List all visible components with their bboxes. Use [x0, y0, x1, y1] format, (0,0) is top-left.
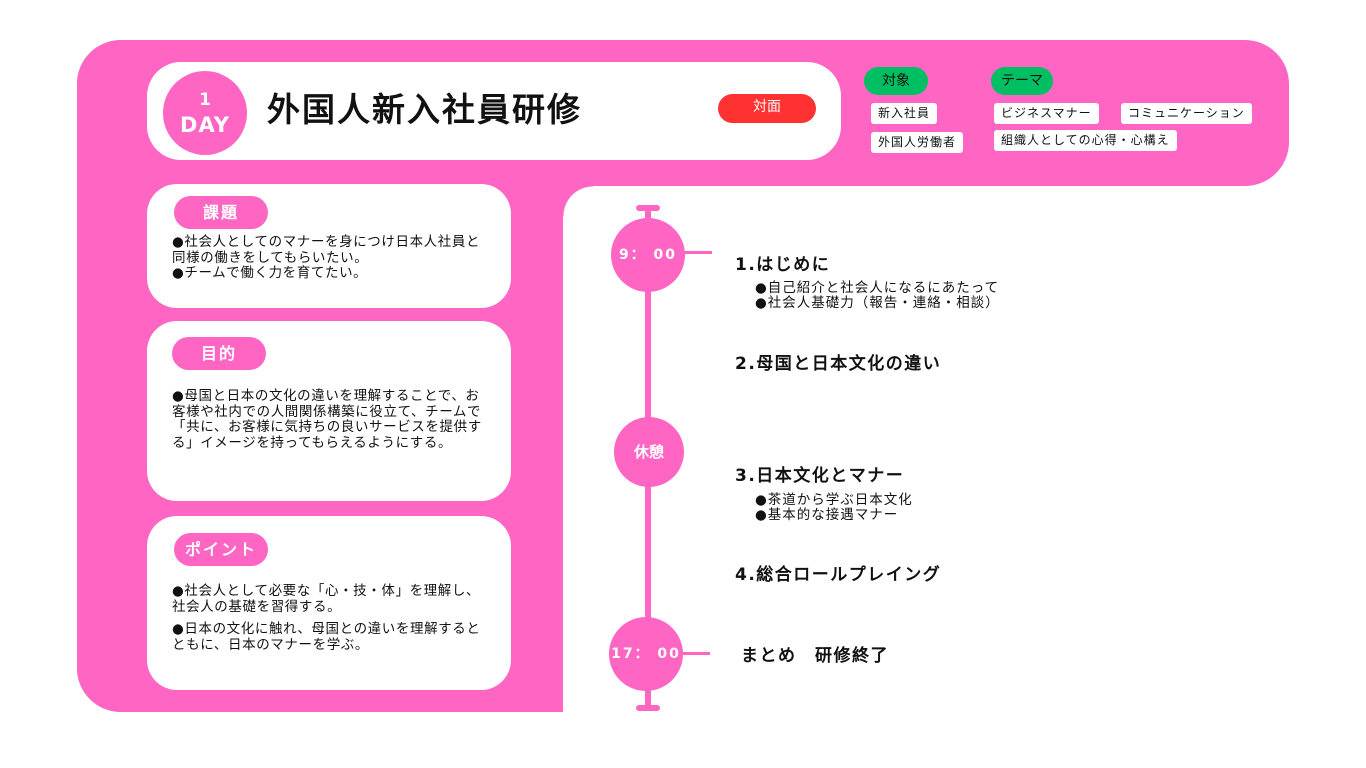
issue-line-2: ●チームで働く力を育てたい。 [172, 265, 368, 281]
timeline-bottom-cap [636, 705, 660, 711]
section-1-item-1: ●自己紹介と社会人になるにあたって [755, 280, 1000, 296]
point-text: ●社会人として必要な「心・技・体」を理解し、社会人の基礎を習得する。 ●日本の文… [172, 583, 492, 653]
purpose-line-1: ●母国と日本の文化の違いを理解することで、お客様や社内での人間関係構築に役立て、… [172, 388, 482, 451]
section-3-items: ●茶道から学ぶ日本文化 ●基本的な接遇マナー [755, 493, 913, 523]
issue-text: ●社会人としてのマナーを身につけ日本人社員と同様の働きをしてもらいたい。 ●チー… [172, 234, 492, 282]
section-3-item-2: ●基本的な接遇マナー [755, 507, 899, 523]
section-5-title: まとめ 研修終了 [741, 646, 889, 666]
issue-line-1: ●社会人としてのマナーを身につけ日本人社員と同様の働きをしてもらいたい。 [172, 234, 481, 266]
theme-item-communication: コミュニケーション [1121, 103, 1252, 124]
section-2-title: 2.母国と日本文化の違い [735, 354, 942, 374]
section-4-title: 4.総合ロールプレイング [735, 565, 942, 585]
issue-label: 課題 [174, 196, 268, 229]
purpose-card: 目的 ●母国と日本の文化の違いを理解することで、お客様や社内での人間関係構築に役… [147, 321, 511, 501]
panel-inner-corner [563, 186, 593, 216]
purpose-text: ●母国と日本の文化の違いを理解することで、お客様や社内での人間関係構築に役立て、… [172, 388, 492, 451]
theme-item-business-manner: ビジネスマナー [994, 103, 1099, 124]
section-1-title: 1.はじめに [735, 255, 831, 275]
point-line-1: ●社会人として必要な「心・技・体」を理解し、社会人の基礎を習得する。 [172, 583, 481, 615]
timeline-tick-start [684, 251, 712, 254]
theme-label: テーマ [991, 67, 1053, 95]
section-1-item-2: ●社会人基礎力（報告・連絡・相談） [755, 295, 1000, 311]
page-title: 外国人新入社員研修 [267, 90, 582, 129]
point-line-2: ●日本の文化に触れ、母国との違いを理解するとともに、日本のマナーを学ぶ。 [172, 621, 481, 653]
target-item-new-employee: 新入社員 [871, 103, 938, 124]
timeline-end-time: 17： 00 [609, 617, 683, 691]
purpose-label: 目的 [172, 337, 266, 370]
section-3-title: 3.日本文化とマナー [735, 466, 905, 486]
point-card: ポイント ●社会人として必要な「心・技・体」を理解し、社会人の基礎を習得する。 … [147, 516, 511, 690]
timeline-break: 休憩 [614, 417, 684, 487]
theme-item-organization: 組織人としての心得・心構え [994, 130, 1177, 151]
timeline-top-cap [636, 205, 660, 211]
target-label: 対象 [864, 67, 928, 95]
format-badge: 対面 [718, 94, 816, 123]
day-number: 1 [199, 90, 211, 110]
day-word: DAY [180, 113, 230, 137]
section-1-items: ●自己紹介と社会人になるにあたって ●社会人基礎力（報告・連絡・相談） [755, 281, 1000, 311]
day-badge: 1 DAY [163, 71, 247, 155]
section-3-item-1: ●茶道から学ぶ日本文化 [755, 492, 913, 508]
point-label: ポイント [174, 533, 268, 566]
issue-card: 課題 ●社会人としてのマナーを身につけ日本人社員と同様の働きをしてもらいたい。 … [147, 184, 511, 308]
target-item-foreign-worker: 外国人労働者 [871, 132, 964, 153]
timeline-tick-end [682, 652, 710, 655]
timeline-start-time: 9： 00 [611, 218, 685, 292]
